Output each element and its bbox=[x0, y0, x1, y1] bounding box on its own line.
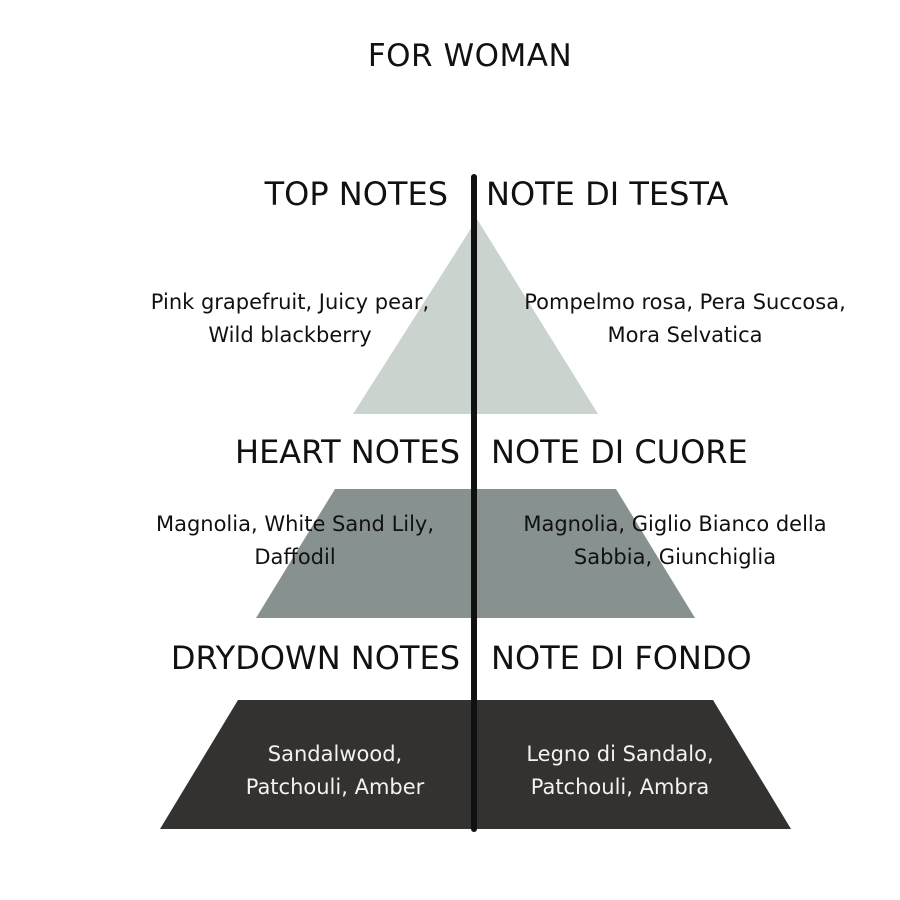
drydown-notes-it-line-1: Legno di Sandalo, bbox=[526, 742, 714, 766]
top-notes-en-line-1: Pink grapefruit, Juicy pear, bbox=[150, 290, 430, 314]
top-notes-heading-en: TOP NOTES bbox=[264, 175, 448, 213]
heart-notes-it-line-1: Magnolia, Giglio Bianco della bbox=[523, 512, 827, 536]
top-notes-list-it: Pompelmo rosa, Pera Succosa, Mora Selvat… bbox=[490, 286, 880, 352]
top-notes-it-line-2: Mora Selvatica bbox=[607, 323, 763, 347]
drydown-notes-heading-en: DRYDOWN NOTES bbox=[170, 639, 460, 677]
heart-notes-it-line-2: Sabbia, Giunchiglia bbox=[573, 545, 777, 569]
drydown-notes-it-line-2: Patchouli, Ambra bbox=[530, 775, 710, 799]
heart-notes-list-en: Magnolia, White Sand Lily, Daffodil bbox=[110, 508, 480, 574]
heart-notes-list-it: Magnolia, Giglio Bianco della Sabbia, Gi… bbox=[480, 508, 870, 574]
heart-notes-en-line-1: Magnolia, White Sand Lily, bbox=[155, 512, 435, 536]
top-notes-it-line-1: Pompelmo rosa, Pera Succosa, bbox=[524, 290, 846, 314]
top-notes-heading-it: NOTE DI TESTA bbox=[486, 175, 729, 213]
top-notes-list-en: Pink grapefruit, Juicy pear, Wild blackb… bbox=[110, 286, 470, 352]
heart-notes-heading-it: NOTE DI CUORE bbox=[491, 433, 748, 471]
drydown-notes-list-en: Sandalwood, Patchouli, Amber bbox=[200, 738, 470, 804]
drydown-notes-en-line-1: Sandalwood, bbox=[267, 742, 403, 766]
heart-notes-heading-en: HEART NOTES bbox=[235, 433, 460, 471]
drydown-notes-en-line-2: Patchouli, Amber bbox=[245, 775, 425, 799]
heart-notes-en-line-2: Daffodil bbox=[254, 545, 336, 569]
top-notes-en-line-2: Wild blackberry bbox=[208, 323, 372, 347]
drydown-notes-heading-it: NOTE DI FONDO bbox=[491, 639, 752, 677]
page-title: FOR WOMAN bbox=[367, 38, 573, 74]
drydown-notes-list-it: Legno di Sandalo, Patchouli, Ambra bbox=[490, 738, 750, 804]
